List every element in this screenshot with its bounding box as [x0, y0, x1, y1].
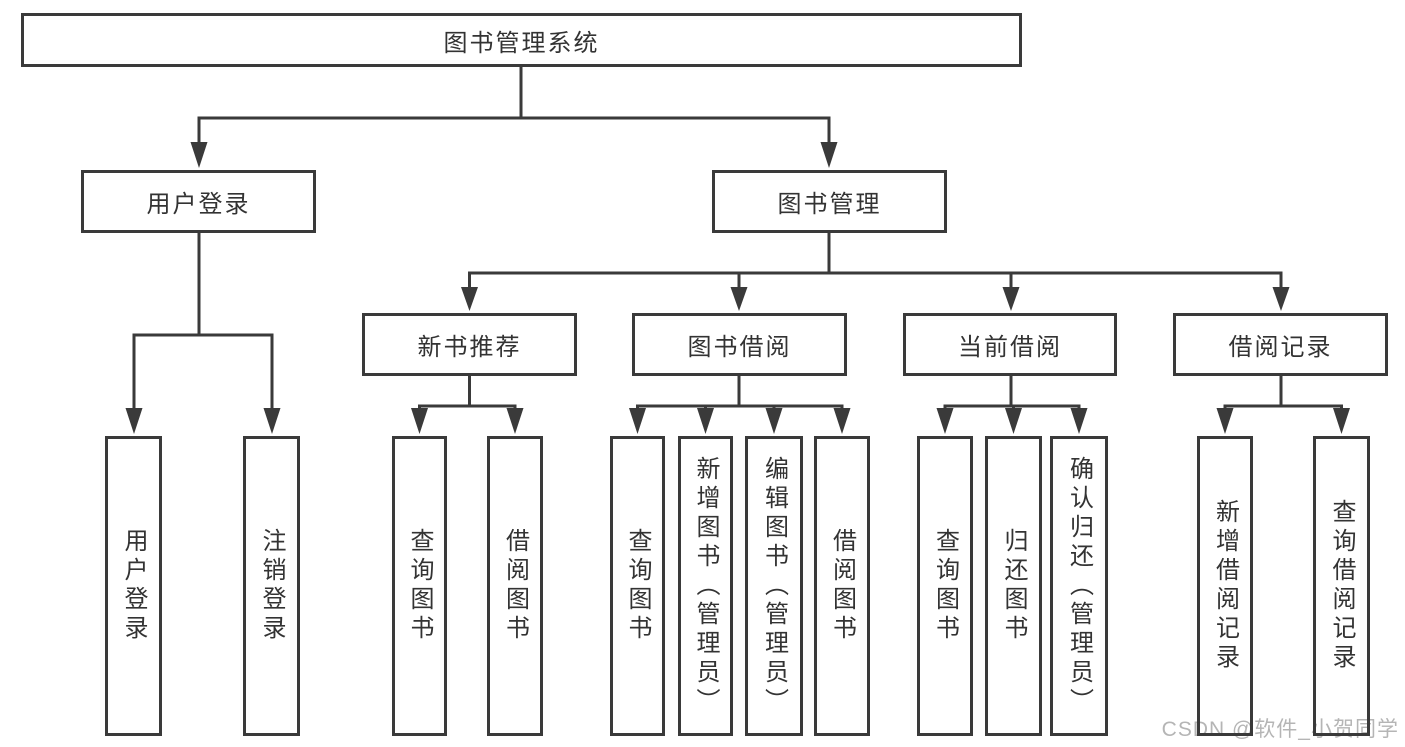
watermark: CSDN @软件_小贺同学 [1161, 718, 1399, 741]
connector-records-to-leaves [1216, 376, 1350, 434]
leaf-borrowing-add-books-admin: 新增图书（管理员） [678, 436, 733, 736]
leaf-current-return-books: 归还图书 [985, 436, 1042, 736]
leaf-borrowing-borrow-books: 借阅图书 [814, 436, 870, 736]
leaf-newbooks-query-books: 查询图书 [392, 436, 447, 736]
node-root: 图书管理系统 [21, 13, 1022, 67]
node-user-login: 用户登录 [81, 170, 316, 233]
leaf-current-confirm-return-admin: 确认归还（管理员） [1050, 436, 1108, 736]
node-new-book-recommend: 新书推荐 [362, 313, 577, 376]
node-book-management: 图书管理 [712, 170, 947, 233]
connector-root-to-level2 [190, 67, 838, 168]
connector-newbooks-to-leaves [411, 376, 524, 434]
leaf-logout: 注销登录 [243, 436, 300, 736]
connector-borrowing-to-leaves [629, 376, 851, 434]
leaf-newbooks-borrow-books: 借阅图书 [487, 436, 543, 736]
node-borrowing-records: 借阅记录 [1173, 313, 1388, 376]
connector-bookmgmt-to-level3 [461, 233, 1290, 311]
leaf-borrowing-edit-books-admin: 编辑图书（管理员） [745, 436, 803, 736]
leaf-records-add-record: 新增借阅记录 [1197, 436, 1253, 736]
leaf-records-query-record: 查询借阅记录 [1313, 436, 1370, 736]
leaf-user-login: 用户登录 [105, 436, 162, 736]
node-book-borrowing: 图书借阅 [632, 313, 847, 376]
node-current-borrowing: 当前借阅 [903, 313, 1117, 376]
connector-userlogin-to-leaves [125, 233, 281, 434]
leaf-borrowing-query-books: 查询图书 [610, 436, 665, 736]
leaf-current-query-books: 查询图书 [917, 436, 973, 736]
connector-current-to-leaves [936, 376, 1088, 434]
